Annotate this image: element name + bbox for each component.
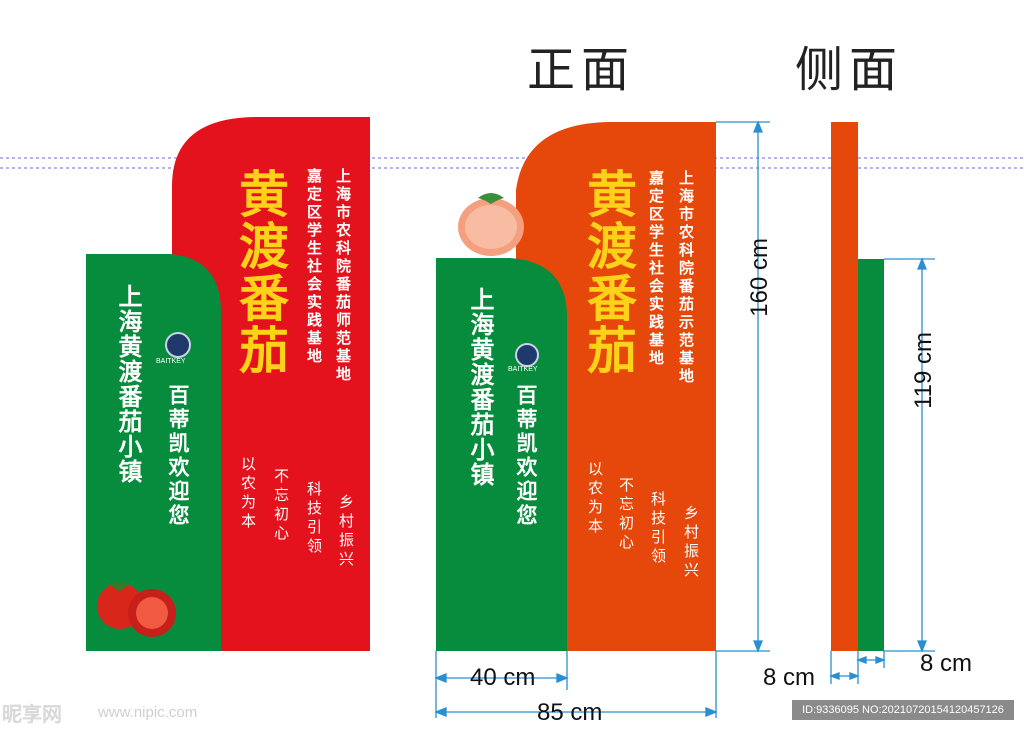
left-institution-line2: 嘉定区学生社会实践基地 bbox=[305, 168, 323, 366]
side-red-panel bbox=[831, 122, 858, 651]
middle-slogan-2: 科技引领 bbox=[649, 491, 667, 567]
left-institution-line1: 上海市农科院番茄师范基地 bbox=[334, 168, 352, 384]
dim-depth-green: 8 cm bbox=[920, 650, 973, 677]
middle-green-panel bbox=[436, 258, 567, 651]
tomatoes-icon bbox=[97, 581, 176, 637]
watermark-id: ID:9336095 NO:20210720154120457126 bbox=[792, 700, 1014, 720]
front-view-title: 正面 bbox=[527, 42, 636, 98]
brand-logo-icon bbox=[165, 332, 191, 358]
middle-welcome: 百蒂凯欢迎您 bbox=[514, 384, 539, 528]
left-slogan-2: 科技引领 bbox=[305, 481, 323, 557]
left-slogan-3: 不忘初心 bbox=[272, 468, 290, 544]
watermark-url: www.nipic.com bbox=[98, 704, 198, 721]
middle-green-title: 上海黄渡番茄小镇 bbox=[466, 287, 494, 487]
middle-slogan-1: 乡村振兴 bbox=[682, 505, 700, 581]
middle-institution-line2: 嘉定区学生社会实践基地 bbox=[647, 170, 665, 368]
left-slogan-1: 乡村振兴 bbox=[337, 494, 355, 570]
dim-height-119: 119 cm bbox=[910, 332, 937, 409]
left-slogan-4: 以农为本 bbox=[239, 456, 257, 532]
dim-width-85: 85 cm bbox=[537, 699, 603, 726]
middle-main-title: 黄渡番茄 bbox=[579, 168, 638, 376]
brand-name-middle: BAITKEY bbox=[508, 366, 538, 373]
brand-name: BAITKEY bbox=[156, 358, 186, 365]
left-main-title: 黄渡番茄 bbox=[231, 168, 290, 376]
watermark-logo: 昵享网 bbox=[2, 702, 62, 726]
dim-width-40: 40 cm bbox=[470, 664, 536, 691]
middle-slogan-4: 以农为本 bbox=[586, 461, 604, 537]
middle-institution-line1: 上海市农科院番茄示范基地 bbox=[677, 170, 695, 386]
left-green-title: 上海黄渡番茄小镇 bbox=[114, 284, 142, 484]
dim-depth-red: 8 cm bbox=[763, 664, 816, 691]
brand-logo-icon-middle bbox=[515, 343, 539, 367]
side-view-title: 侧面 bbox=[795, 42, 904, 98]
left-red-panel bbox=[172, 117, 370, 651]
tomato-icon bbox=[458, 193, 524, 256]
side-green-panel bbox=[858, 259, 884, 651]
left-welcome: 百蒂凯欢迎您 bbox=[166, 384, 191, 528]
middle-slogan-3: 不忘初心 bbox=[617, 477, 635, 553]
dim-height-160: 160 cm bbox=[746, 238, 773, 317]
